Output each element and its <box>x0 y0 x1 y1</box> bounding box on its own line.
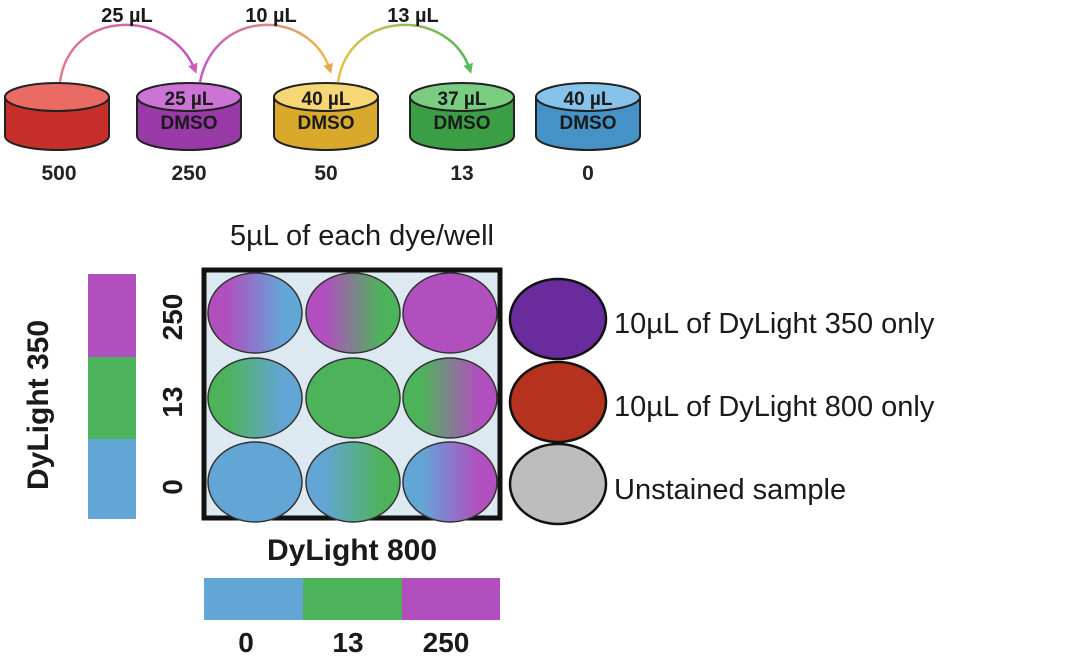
y-level-label: 13 <box>157 386 188 417</box>
transfer-arrow <box>198 23 333 83</box>
tube-top <box>4 82 110 112</box>
x-axis-title: DyLight 800 <box>267 534 437 567</box>
x-legend-swatch-0 <box>204 578 303 620</box>
tube-concentration: 50 <box>314 162 337 185</box>
x-level-label: 13 <box>332 627 363 658</box>
control-well <box>508 360 608 444</box>
tube-concentration: 0 <box>582 162 594 185</box>
tube-concentration: 250 <box>171 162 206 185</box>
y-axis-title: DyLight 350 <box>22 320 55 490</box>
tube-top <box>136 82 242 112</box>
x-level-label: 0 <box>238 627 254 658</box>
tube-volume-label: 40 µL <box>302 89 351 110</box>
tube-volume-label: 40 µL <box>564 89 613 110</box>
x-legend-swatch-13 <box>303 578 402 620</box>
tube-top <box>273 82 379 112</box>
dilution-tube: 37 µL DMSO 13 <box>409 82 515 185</box>
x-level-labels: 0 13 250 <box>238 627 469 658</box>
plate-well <box>305 357 401 439</box>
tube-body <box>535 96 641 151</box>
y-legend-swatch-13 <box>88 357 136 439</box>
plate-title: 5µL of each dye/well <box>230 220 494 252</box>
control-label: 10µL of DyLight 800 only <box>614 391 935 423</box>
tube-volume-label: 25 µL <box>165 89 214 110</box>
tube-solvent-label: DMSO <box>560 113 617 134</box>
control-well <box>508 442 608 526</box>
tube-body <box>409 96 515 151</box>
plate-well <box>207 272 303 354</box>
dilution-tube: 500 <box>4 82 110 185</box>
x-color-legend <box>204 578 500 620</box>
y-color-legend <box>88 274 136 519</box>
dilution-tubes: 500 25 µL DMSO 250 40 µL DMSO 50 37 µL DMSO 13 40 … <box>4 82 641 185</box>
transfer-volume-labels: 25 µL 10 µL 13 µL <box>101 5 439 27</box>
control-labels: 10µL of DyLight 350 only 10µL of DyLight… <box>614 308 935 506</box>
control-wells <box>508 277 608 526</box>
tube-body <box>4 96 110 151</box>
transfer-volume-label: 13 µL <box>387 5 439 27</box>
tube-top <box>409 82 515 112</box>
tube-body <box>136 96 242 151</box>
tube-solvent-label: DMSO <box>161 113 218 134</box>
y-level-label: 0 <box>157 479 188 495</box>
transfer-arcs <box>58 23 473 83</box>
transfer-arrow <box>336 23 473 83</box>
control-label: 10µL of DyLight 350 only <box>614 308 935 340</box>
y-level-label: 250 <box>157 294 188 341</box>
plate-well <box>402 272 498 354</box>
control-label: Unstained sample <box>614 474 846 506</box>
tube-body <box>273 96 379 151</box>
plate-well <box>305 441 401 523</box>
transfer-volume-label: 25 µL <box>101 5 153 27</box>
transfer-arrow <box>58 23 198 83</box>
plate-well <box>402 441 498 523</box>
plate-well <box>207 357 303 439</box>
plate-well <box>305 272 401 354</box>
tube-concentration: 13 <box>450 162 473 185</box>
x-legend-swatch-250 <box>402 578 500 620</box>
tube-top <box>535 82 641 112</box>
dilution-tube: 25 µL DMSO 250 <box>136 82 242 185</box>
transfer-volume-label: 10 µL <box>245 5 297 27</box>
plate-well <box>207 441 303 523</box>
plate-well <box>402 357 498 439</box>
control-well <box>508 277 608 361</box>
plate-wells <box>207 272 498 523</box>
x-level-label: 250 <box>423 627 470 658</box>
dilution-tube: 40 µL DMSO 0 <box>535 82 641 185</box>
tube-solvent-label: DMSO <box>434 113 491 134</box>
tube-volume-label: 37 µL <box>438 89 487 110</box>
tube-concentration: 500 <box>41 162 76 185</box>
y-legend-swatch-0 <box>88 439 136 519</box>
y-legend-swatch-250 <box>88 274 136 357</box>
dilution-tube: 40 µL DMSO 50 <box>273 82 379 185</box>
y-level-labels: 250 13 0 <box>157 294 188 495</box>
tube-solvent-label: DMSO <box>298 113 355 134</box>
